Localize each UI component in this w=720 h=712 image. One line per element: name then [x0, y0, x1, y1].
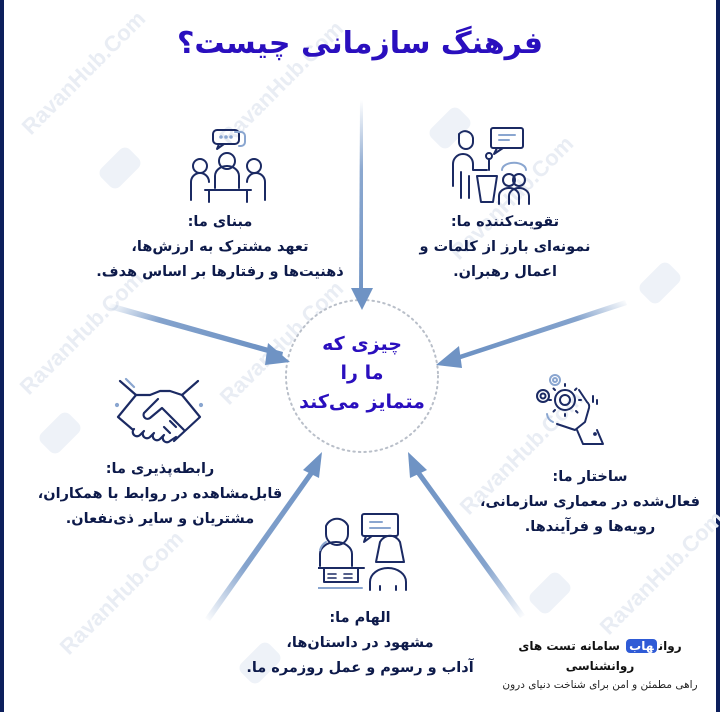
foundation-heading: مبنای ما:: [187, 214, 253, 230]
brand-line: روانهاب سامانه تست های روانشناسی: [500, 636, 700, 676]
brand-tagline: راهی مطمئن و امن برای شناخت دنیای درون: [502, 679, 698, 691]
brand-footer: روانهاب سامانه تست های روانشناسی راهی مط…: [500, 636, 700, 694]
inspiration-block: الهام ما: مشهود در داستان‌ها، آداب و رسو…: [235, 606, 485, 681]
reinforcer-line: نمونه‌ای بارز از کلمات و: [419, 239, 591, 255]
brand-suffix: سامانه تست های روانشناسی: [518, 639, 635, 673]
inspiration-heading: الهام ما:: [329, 610, 391, 626]
storytelling-icon: [318, 513, 407, 591]
handshake-icon: [114, 377, 204, 444]
center-statement: چیزی که ما را متمایز می‌کند: [290, 330, 434, 417]
center-line: ما را: [340, 362, 384, 384]
foundation-block: مبنای ما: تعهد مشترک به ارزش‌ها، ذهنیت‌ه…: [80, 210, 360, 285]
team-meeting-icon: [190, 129, 266, 203]
foundation-line: تعهد مشترک به ارزش‌ها،: [131, 239, 309, 255]
inspiration-line: مشهود در داستان‌ها،: [286, 635, 434, 651]
center-line: چیزی که: [322, 333, 402, 355]
foundation-line: ذهنیت‌ها و رفتارها بر اساس هدف.: [96, 264, 344, 280]
structure-line: رویه‌ها و فرآیندها.: [524, 519, 656, 535]
brand-badge: هاب: [626, 639, 657, 653]
relationships-block: رابطه‌پذیری ما: قابل‌مشاهده در روابط با …: [20, 457, 300, 532]
structure-block: ساختار ما: فعال‌شده در معماری سازمانی، ر…: [470, 465, 710, 540]
reinforcer-line: اعمال رهبران.: [453, 264, 557, 280]
page-title: فرهنگ سازمانی چیست؟: [176, 26, 543, 61]
relationships-line: مشتریان و سایر ذی‌نفعان.: [65, 511, 255, 527]
inspiration-line: آداب و رسوم و عمل روزمره ما.: [246, 660, 474, 676]
hand-gears-icon: [536, 374, 604, 445]
structure-heading: ساختار ما:: [552, 469, 628, 485]
reinforcer-block: تقویت‌کننده ما: نمونه‌ای بارز از کلمات و…: [395, 210, 615, 285]
structure-line: فعال‌شده در معماری سازمانی،: [480, 494, 700, 510]
brand-prefix: روان: [658, 639, 682, 653]
center-line: متمایز می‌کند: [299, 391, 425, 413]
reinforcer-heading: تقویت‌کننده ما:: [450, 214, 560, 230]
relationships-heading: رابطه‌پذیری ما:: [105, 461, 215, 477]
speaker-podium-icon: [452, 127, 530, 205]
relationships-line: قابل‌مشاهده در روابط با همکاران،: [37, 486, 283, 502]
